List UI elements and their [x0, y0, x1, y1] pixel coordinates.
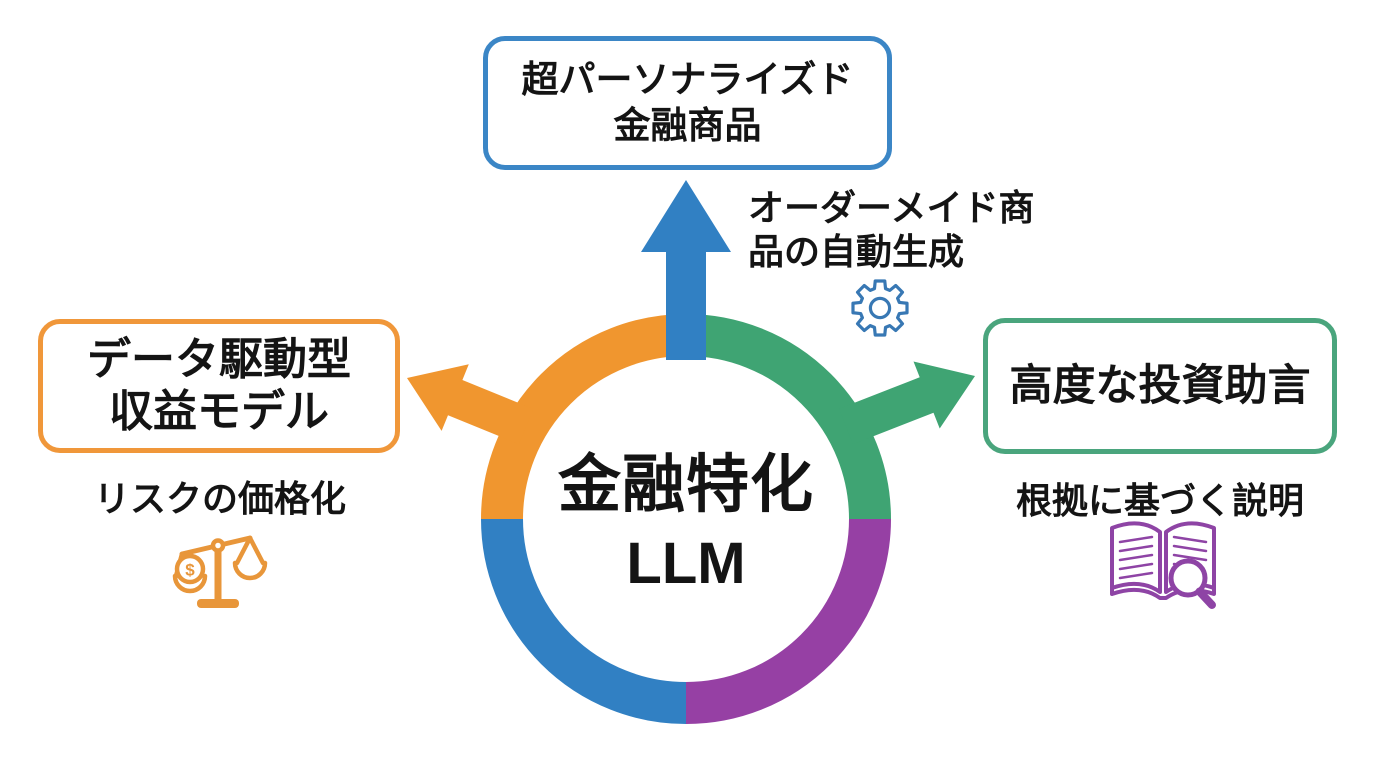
right-box: 高度な投資助言 — [983, 318, 1337, 454]
scale-left-pan — [172, 573, 208, 594]
arrow-up-icon — [641, 180, 731, 360]
top-caption-line2: 品の自動生成 — [748, 231, 965, 272]
ring-segment-blue — [481, 518, 687, 724]
book-magnifier-icon — [1110, 521, 1216, 609]
book-right-text-lines — [1172, 535, 1208, 568]
top-box-label-line2: 金融商品 — [613, 105, 762, 146]
left-caption: リスクの価格化 — [93, 478, 346, 519]
left-box-label-line2: 収益モデル — [109, 387, 329, 436]
right-box-label: 高度な投資助言 — [1009, 362, 1311, 410]
arrow-upper-left-icon — [407, 364, 534, 445]
scale-base — [197, 599, 239, 608]
magnifier-lens — [1168, 558, 1208, 598]
right-caption: 根拠に基づく説明 — [1015, 480, 1304, 521]
top-caption: オーダーメイド商 品の自動生成 — [748, 186, 1088, 274]
dollar-symbol: $ — [185, 561, 195, 580]
arrow-upper-right-icon — [839, 361, 975, 445]
ring-segment-purple — [685, 518, 891, 724]
gear-icon — [851, 279, 909, 337]
center-label-line1: 金融特化 — [558, 450, 814, 520]
dollar-coin — [174, 553, 206, 585]
top-box: 超パーソナライズド 金融商品 — [483, 36, 892, 170]
balance-scale-icon: $ — [172, 535, 268, 608]
magnifier-handle — [1195, 587, 1216, 609]
scale-right-strings — [234, 535, 266, 566]
ring-segment-green — [685, 314, 891, 520]
scale-pivot — [210, 538, 226, 553]
center-label-line2: LLM — [626, 531, 746, 596]
center-label: 金融特化 LLM — [486, 452, 886, 596]
top-caption-line1: オーダーメイド商 — [748, 187, 1035, 228]
ring-segment-orange — [481, 314, 687, 520]
top-box-label-line1: 超パーソナライズド — [521, 59, 854, 100]
book-left-text-lines — [1118, 535, 1154, 580]
left-box-label-line1: データ駆動型 — [87, 335, 351, 384]
left-box: データ駆動型 収益モデル — [38, 319, 400, 453]
scale-right-pan — [232, 560, 268, 581]
